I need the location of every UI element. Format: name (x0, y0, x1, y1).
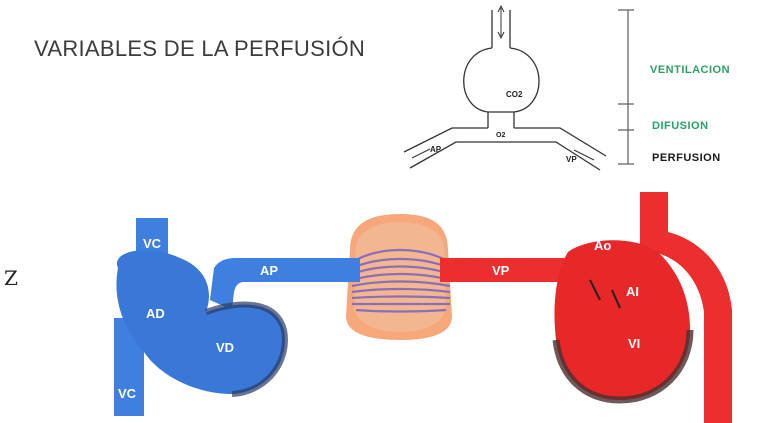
right-heart-shadow (205, 301, 288, 397)
label-ai: AI (626, 284, 639, 299)
ap-flow-arrow (411, 148, 431, 159)
page-title: VARIABLES DE LA PERFUSIÓN (34, 36, 366, 61)
capillary-top-right (514, 127, 607, 157)
label-ap: AP (260, 263, 278, 278)
capillary-top-left (403, 127, 488, 153)
pulmonary-vein (440, 258, 596, 290)
pulmonary-artery (210, 258, 360, 310)
right-heart (116, 250, 285, 394)
o2-label: O2 (496, 132, 505, 139)
label-ventilacion: VENTILACION (650, 64, 731, 76)
label-difusion: DIFUSION (652, 120, 709, 132)
airflow-arrow-head-up (497, 4, 505, 13)
left-heart (554, 240, 690, 400)
airflow-arrow-head-down (497, 31, 505, 40)
side-letter: Z (4, 266, 18, 290)
lung (346, 214, 452, 340)
alveolus-sac (463, 47, 540, 113)
schema-vp-label: VP (566, 155, 577, 164)
label-vp: VP (492, 263, 510, 278)
label-vd: VD (216, 340, 234, 355)
label-perfusion: PERFUSION (652, 152, 721, 164)
label-vc-top: VC (143, 236, 162, 251)
label-ad: AD (146, 306, 165, 321)
label-ao: Ao (594, 238, 611, 253)
schema-ap-label: AP (430, 145, 442, 154)
label-vc-bottom: VC (118, 386, 137, 401)
label-vi: VI (628, 336, 640, 351)
co2-label: CO2 (506, 90, 523, 99)
vp-flow-arrow (573, 149, 595, 161)
alveolus-schematic (403, 4, 634, 171)
mitral-valve (589, 279, 621, 309)
left-heart-shadow (552, 329, 694, 404)
aorta (640, 192, 732, 423)
capillary-bottom (409, 141, 601, 171)
